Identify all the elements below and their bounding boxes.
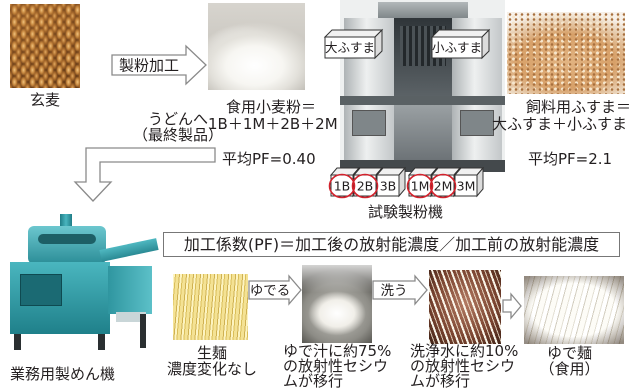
raw-noodles-photo: [173, 274, 248, 340]
mill-cross-bar: [340, 96, 505, 105]
highlight-circle: [406, 173, 434, 199]
raw-noodles-line1: 生麺: [196, 344, 227, 362]
fraction-box: 3M: [453, 166, 485, 198]
raw-noodles-label: 生麺 濃度変化なし: [162, 345, 262, 377]
fraction-label: 1M: [411, 179, 430, 194]
highlight-circle: [351, 173, 379, 199]
bran-box-large-label: 大ふすま: [325, 40, 375, 55]
raw-noodles-line2: 濃度変化なし: [166, 360, 257, 378]
boiling-description: ゆで汁に約75% の放射性セシウ ムが移行: [283, 344, 391, 389]
machine-roller-unit: [28, 226, 106, 264]
mill-left-window: [352, 110, 386, 136]
milling-arrow: [111, 44, 207, 86]
box-top-face: [430, 29, 491, 38]
fraction-label: 2B: [357, 179, 374, 194]
flour-average-pf: 平均PF=0.40: [222, 150, 316, 168]
fraction-label: 3B: [380, 179, 397, 194]
flour-formula-line1: 食用小麦粉＝: [226, 98, 317, 116]
box-front-face: [324, 36, 376, 59]
boiled-noodles-line1: ゆで麺: [546, 344, 592, 362]
washing-line: ムが移行: [410, 372, 471, 390]
to-udon-line1: うどんへ: [147, 110, 208, 128]
mill-center-lower: [394, 105, 452, 160]
washing-description: 洗浄水に約10% の放射性セシウ ムが移行: [410, 344, 518, 389]
fraction-label: 2M: [434, 179, 453, 194]
bran-box-large: 大ふすま: [323, 28, 384, 60]
feed-bran-formula-line1: 飼料用ふすま＝: [526, 98, 632, 116]
box-top-face: [323, 29, 384, 38]
mill-label: 試験製粉機: [368, 203, 444, 221]
feed-bran-average-pf: 平均PF=2.1: [528, 150, 613, 168]
milling-arrow-label: 製粉加工: [119, 57, 179, 75]
machine-front-panel: [20, 274, 62, 306]
machine-roller: [38, 234, 96, 244]
washing-noodles-photo: [429, 270, 501, 344]
bran-box-small-label: 小ふすま: [432, 40, 482, 55]
wash-arrow: [372, 274, 428, 306]
to-udon-line2: （最終製品）: [132, 126, 223, 144]
boil-arrow: [248, 274, 302, 306]
feed-bran-formula-line2: 大ふすま＋小ふすま: [492, 115, 628, 133]
machine-leg: [14, 334, 21, 350]
washing-line: 洗浄水に約10%: [410, 342, 519, 360]
fraction-label: 3M: [457, 179, 476, 194]
noodle-machine-photo: [4, 214, 160, 352]
photo-vignette: [524, 276, 624, 344]
boiled-noodles-label: ゆで麺 （食用）: [522, 345, 617, 377]
mill-top-frame: [378, 2, 468, 18]
highlight-circle: [429, 173, 457, 199]
boil-arrow-label: ゆでる: [250, 283, 291, 299]
boiling-pot-photo: [302, 265, 372, 343]
bran-photo: [507, 12, 625, 94]
boiled-noodles-line2: （食用）: [539, 360, 600, 378]
box-front-face: [431, 36, 483, 59]
machine-leg: [98, 334, 105, 350]
boiled-noodles-photo: [524, 276, 624, 344]
raw-wheat-label: 玄麦: [29, 91, 60, 109]
wash-arrow-label: 洗う: [381, 283, 408, 299]
raw-wheat-photo: [10, 4, 80, 88]
flour-photo: [208, 3, 305, 90]
serve-arrow: [502, 292, 522, 320]
flour-formula-line2: 1B＋1M＋2B＋2M: [208, 115, 338, 133]
to-udon-arrow: [73, 147, 216, 202]
fraction-box: 3B: [375, 166, 407, 198]
bran-box-small: 小ふすま: [430, 28, 491, 60]
highlight-circle: [328, 173, 356, 199]
machine-chute: [116, 312, 146, 322]
boiling-line: ゆで汁に約75%: [283, 342, 392, 360]
fraction-label: 1B: [334, 179, 351, 194]
pf-definition-box: 加工係数(PF)＝加工後の放射能濃度／加工前の放射能濃度: [163, 232, 620, 257]
noodle-machine-label: 業務用製めん機: [10, 365, 116, 383]
boiling-line: の放射性セシウ: [283, 357, 389, 375]
fraction-box: 2M: [430, 166, 462, 198]
machine-leg: [140, 314, 146, 348]
washing-line: の放射性セシウ: [410, 357, 516, 375]
to-udon-label: うどんへ （最終製品）: [128, 111, 228, 143]
mill-right-window: [460, 110, 494, 136]
machine-side-unit: [108, 266, 152, 314]
boiling-line: ムが移行: [283, 372, 344, 390]
